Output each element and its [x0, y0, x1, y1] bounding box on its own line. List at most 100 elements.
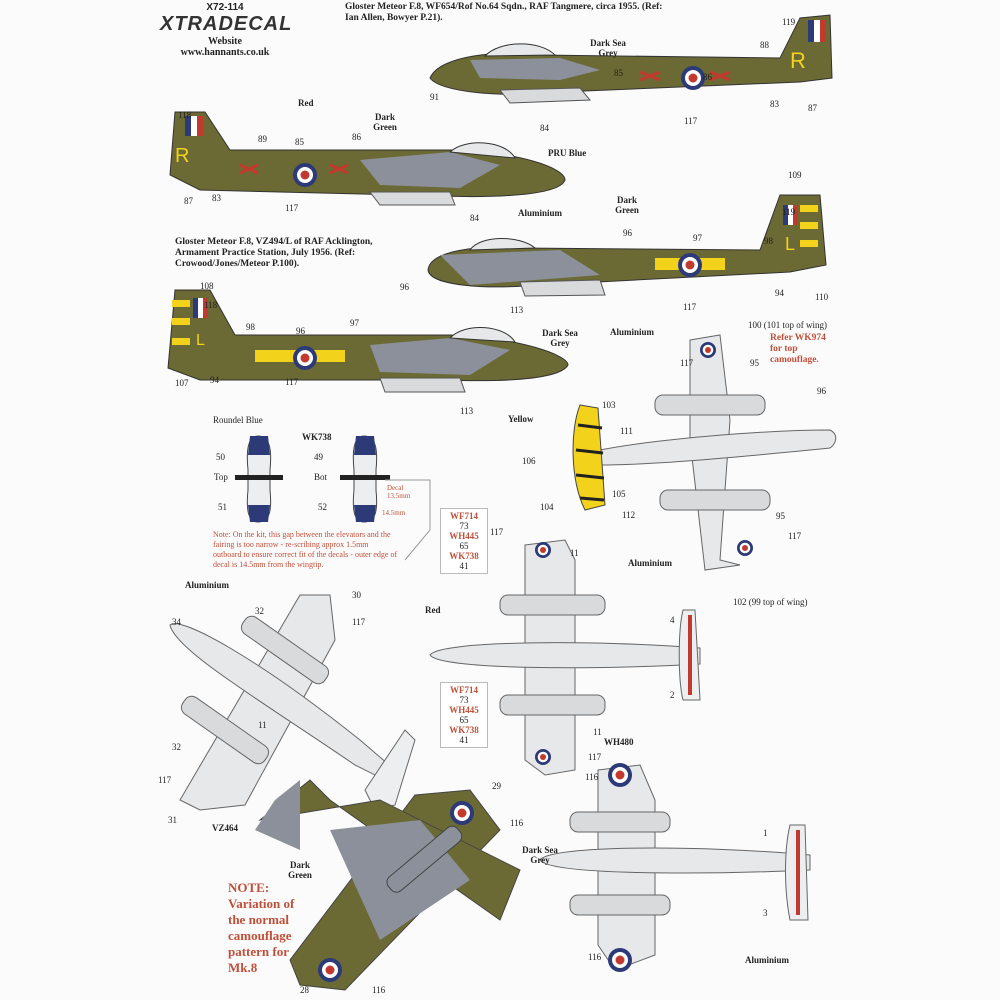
brand-name: XTRADECAL	[160, 13, 293, 35]
callout: VZ464	[212, 823, 239, 833]
callout: Aluminium	[610, 327, 655, 337]
callout: 116	[372, 985, 386, 995]
product-code: X72-114	[206, 2, 244, 13]
tail-fit-note: Note: On the kit, this gap between the e…	[213, 530, 398, 569]
callout: 96	[296, 326, 305, 336]
callout: 86	[703, 72, 712, 82]
callout: Dark Green	[615, 195, 639, 215]
callout: 83	[212, 193, 221, 203]
refer-note: Refer WK974 for top camouflage.	[770, 333, 826, 365]
callout: 49	[314, 452, 323, 462]
callout: 106	[522, 456, 536, 466]
callout: 105	[612, 489, 626, 499]
code-letter: R	[790, 48, 806, 73]
callout: 83	[770, 99, 779, 109]
callout: 97	[350, 318, 359, 328]
callout: 91	[430, 92, 439, 102]
callout: 107	[175, 378, 189, 388]
plan-view-vz494-underside	[572, 334, 837, 571]
aircraft-wf654-side: R	[429, 14, 833, 104]
callout: 118	[204, 300, 218, 310]
callout: 52	[318, 502, 327, 512]
callout: 113	[510, 305, 524, 315]
callout: Roundel Blue	[213, 415, 263, 425]
callout: 96	[623, 228, 632, 238]
plan-view-mid	[429, 539, 701, 776]
callout: 50	[216, 452, 225, 462]
callout: 96	[400, 282, 409, 292]
callout: Dark Sea Grey	[522, 845, 558, 865]
callout: 87	[184, 196, 193, 206]
callout: 34	[172, 617, 181, 627]
website-label: Website	[208, 36, 242, 47]
callout: 2	[670, 690, 675, 700]
callout: 4	[670, 615, 675, 625]
callout: 31	[168, 815, 177, 825]
callout: 108	[200, 281, 214, 291]
svg-text:R: R	[175, 145, 189, 167]
callout: 30	[352, 590, 361, 600]
callout: 29	[492, 781, 501, 791]
callout: 94	[210, 375, 219, 385]
decal-dimension: Decal 13.5mm	[387, 484, 411, 500]
callout: 117	[490, 527, 504, 537]
callout: Dark Green	[288, 860, 312, 880]
callout: Dark Sea Grey	[542, 328, 578, 348]
caption-vz494: Gloster Meteor F.8, VZ494/L of RAF Ackli…	[175, 237, 373, 269]
callout: 98	[246, 322, 255, 332]
aircraft-wf654-side-starboard: R	[169, 111, 566, 206]
callout: 117	[352, 617, 366, 627]
callout: WK738	[302, 432, 332, 442]
callout: 1	[763, 828, 768, 838]
plan-view-camouflage	[255, 779, 521, 991]
callout: 3	[763, 908, 768, 918]
xtradecal-logo: X72-114 XTRADECAL Website www.hannants.c…	[160, 2, 293, 58]
callout: 113	[460, 406, 474, 416]
callout: 96	[817, 386, 826, 396]
callout: 119	[782, 17, 796, 27]
callout: 109	[788, 170, 802, 180]
callout: 98	[764, 236, 773, 246]
caption-wf654: Gloster Meteor F.8, WF654/Rof No.64 Sqdn…	[345, 2, 663, 23]
callout: 117	[285, 377, 299, 387]
callout: 119	[782, 207, 796, 217]
roundel-icon	[681, 66, 705, 90]
callout: 117	[680, 358, 694, 368]
callout: 88	[760, 40, 769, 50]
callout: 112	[622, 510, 636, 520]
tailplane-detail-top	[235, 435, 283, 523]
callout: 95	[776, 511, 785, 521]
website-link[interactable]: www.hannants.co.uk	[180, 47, 270, 58]
callout: 117	[158, 775, 172, 785]
callout: 86	[352, 132, 361, 142]
callout: Red	[298, 98, 314, 108]
callout: Bot	[314, 472, 328, 482]
callout: WH480	[604, 737, 634, 747]
callout: 117	[788, 531, 802, 541]
callout: Aluminium	[628, 558, 673, 568]
callout: 97	[693, 233, 702, 243]
callout: 116	[510, 818, 524, 828]
callout: 89	[258, 134, 267, 144]
callout: Yellow	[508, 414, 534, 424]
callout: 117	[285, 203, 299, 213]
callout: 94	[775, 288, 784, 298]
callout: 104	[540, 502, 554, 512]
edge-dimension: 14.5mm	[382, 509, 406, 517]
callout: Dark Sea Grey	[590, 38, 626, 58]
callout: 85	[614, 68, 623, 78]
callout: Aluminium	[185, 580, 230, 590]
callout: 117	[588, 752, 602, 762]
callout: 32	[255, 606, 264, 616]
plan-view-vz464	[169, 594, 416, 811]
callout: 111	[620, 426, 633, 436]
aircraft-vz494-side-starboard: L	[167, 289, 569, 393]
callout: 84	[470, 213, 479, 223]
callout: Dark Green	[373, 112, 397, 132]
svg-text:L: L	[785, 234, 795, 254]
